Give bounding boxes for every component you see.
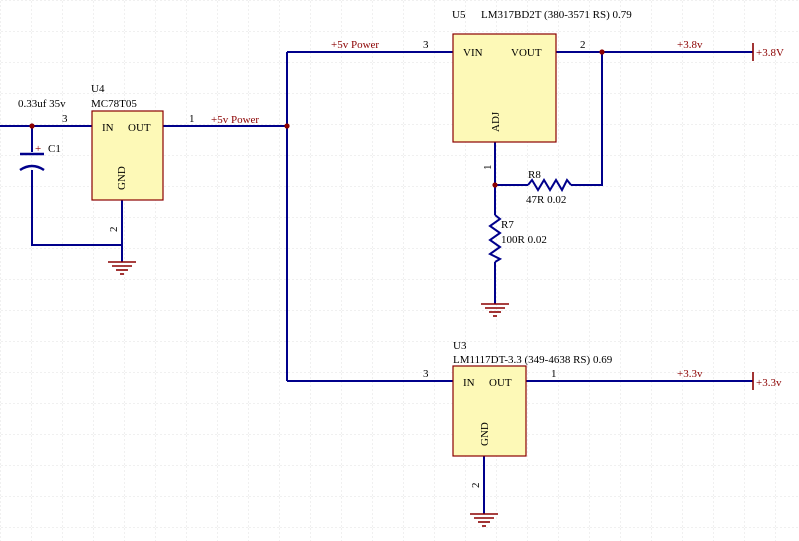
u3-part: LM1117DT-3.3 (349-4638 RS) 0.69 (453, 354, 613, 366)
c1-polarity: + (35, 143, 41, 155)
u5-designator: U5 (452, 9, 466, 21)
u4-body (91, 110, 164, 201)
component-u3[interactable]: U3 LM1117DT-3.3 (349-4638 RS) 0.69 IN OU… (423, 340, 613, 488)
wire-c1-gnd[interactable] (31, 170, 122, 246)
u5-pin-vin-num: 3 (423, 39, 429, 51)
u4-pin-gnd-num: 2 (108, 227, 120, 233)
net-label-u5-in: +5v Power (331, 39, 379, 51)
c1-value: 0.33uf 35v (18, 98, 66, 110)
u3-pin-out-num: 1 (551, 368, 557, 380)
u3-body (452, 365, 527, 457)
r8-designator: R8 (528, 169, 541, 181)
power-port-3v3[interactable]: +3.3v (752, 372, 782, 390)
net-label-u4-out: +5v Power (211, 114, 259, 126)
component-u4[interactable]: U4 MC78T05 IN OUT GND 3 1 2 (62, 83, 195, 232)
component-u5[interactable]: U5 LM317BD2T (380-3571 RS) 0.79 VIN VOUT… (423, 9, 632, 170)
u5-part: LM317BD2T (380-3571 RS) 0.79 (481, 9, 632, 21)
u4-pin-out-num: 1 (189, 113, 195, 125)
u5-pin-vin: VIN (463, 47, 483, 59)
u5-body (452, 33, 557, 143)
ground-symbol-u3 (470, 513, 498, 527)
junctions (29, 49, 605, 188)
r8-value: 47R 0.02 (526, 194, 566, 206)
u4-pin-out: OUT (128, 122, 151, 134)
u4-pin-in: IN (102, 122, 114, 134)
ground-symbol-r7 (481, 303, 509, 317)
ground-symbol-u4 (108, 261, 136, 275)
junction-dot (29, 123, 35, 129)
u3-pin-gnd: GND (479, 422, 491, 446)
u4-pin-in-num: 3 (62, 113, 68, 125)
capacitor-c1[interactable]: + C1 0.33uf 35v (18, 98, 66, 172)
u3-pin-in-num: 3 (423, 368, 429, 380)
wire-feedback[interactable] (571, 52, 603, 186)
c1-designator: C1 (48, 143, 61, 155)
u5-pin-adj-num: 1 (482, 165, 494, 171)
junction-dot (284, 123, 290, 129)
net-label-u5-out: +3.8v (677, 39, 703, 51)
u3-pin-gnd-num: 2 (470, 483, 482, 489)
r7-zigzag (488, 214, 503, 263)
wires (0, 51, 753, 514)
capacitor-plate-curved (19, 164, 45, 172)
net-label-u3-out: +3.3v (677, 368, 703, 380)
u5-pin-vout-num: 2 (580, 39, 586, 51)
r7-value: 100R 0.02 (501, 234, 547, 246)
junction-dot (599, 49, 605, 55)
power-port-3v8[interactable]: +3.8V (752, 43, 784, 61)
resistor-r8[interactable]: R8 47R 0.02 (526, 169, 572, 206)
r7-designator: R7 (501, 219, 514, 231)
u3-pin-in: IN (463, 377, 475, 389)
u5-pin-vout: VOUT (511, 47, 542, 59)
u5-pin-adj: ADJ (490, 111, 502, 132)
u4-part: MC78T05 (91, 98, 137, 110)
junction-dot (492, 182, 498, 188)
resistor-r7[interactable]: R7 100R 0.02 (488, 214, 547, 263)
u4-designator: U4 (91, 83, 105, 95)
port-label-3v3: +3.3v (756, 377, 782, 389)
port-label-3v8: +3.8V (756, 47, 784, 59)
u4-pin-gnd: GND (116, 166, 128, 190)
r8-zigzag (527, 178, 572, 193)
u3-pin-out: OUT (489, 377, 512, 389)
u3-designator: U3 (453, 340, 467, 352)
